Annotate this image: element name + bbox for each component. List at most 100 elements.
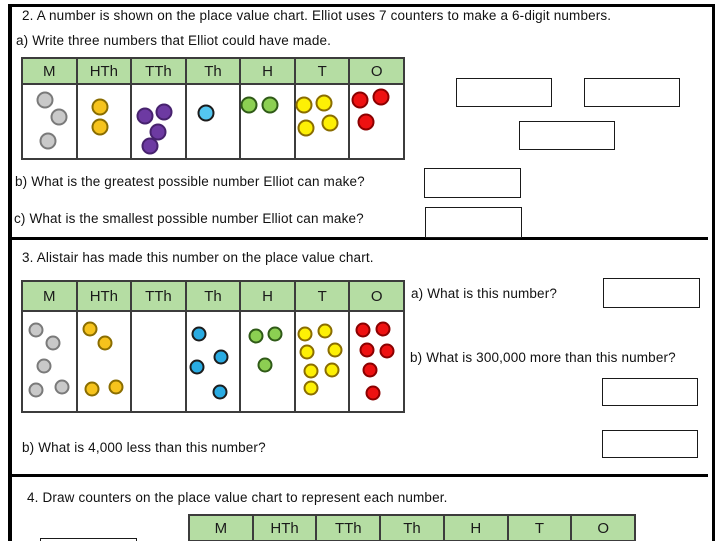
- chart-cell-O: [350, 85, 403, 158]
- gray-counter: [36, 358, 52, 374]
- green-counter: [248, 328, 263, 344]
- question-2b-text: b) What is the greatest possible number …: [15, 174, 365, 189]
- answer-box-q2a-3[interactable]: [519, 121, 615, 150]
- gray-counter: [54, 379, 70, 395]
- purple-counter: [149, 123, 167, 141]
- question-2a-text: a) Write three numbers that Elliot could…: [16, 33, 332, 48]
- question-3a-text: a) What is this number?: [411, 286, 558, 301]
- column-header-Th: Th: [381, 516, 445, 541]
- yellow-counter: [297, 326, 313, 342]
- column-header-T: T: [295, 59, 351, 85]
- red-counter: [351, 91, 369, 109]
- yellow-counter: [299, 344, 315, 360]
- chart-cell-M: [23, 85, 78, 158]
- orange-counter: [108, 379, 124, 395]
- question-2c-text: c) What is the smallest possible number …: [14, 211, 364, 226]
- column-header-HTh: HTh: [77, 282, 133, 312]
- yellow-counter: [315, 94, 333, 112]
- answer-box-q2c[interactable]: [425, 207, 522, 238]
- column-header-O: O: [572, 516, 635, 541]
- red-counter: [355, 322, 371, 338]
- column-header-O: O: [350, 59, 404, 85]
- orange-counter: [91, 98, 109, 116]
- green-counter: [257, 357, 273, 373]
- question-4-text: 4. Draw counters on the place value char…: [27, 490, 448, 505]
- yellow-counter: [303, 380, 319, 396]
- cyan-counter: [197, 104, 215, 122]
- yellow-counter: [324, 362, 340, 378]
- red-counter: [359, 342, 375, 358]
- purple-counter: [136, 107, 154, 125]
- answer-box-q3a[interactable]: [603, 278, 700, 308]
- yellow-counter: [303, 363, 319, 379]
- gray-counter: [36, 91, 54, 109]
- red-counter: [365, 385, 381, 401]
- red-counter: [379, 343, 395, 359]
- column-header-TTh: TTh: [317, 516, 382, 541]
- yellow-counter: [317, 323, 333, 339]
- green-counter: [261, 96, 279, 114]
- chart-cell-M: [23, 312, 78, 411]
- column-header-T: T: [295, 282, 351, 312]
- question-3b2-text: b) What is 4,000 less than this number?: [22, 440, 266, 455]
- column-header-M: M: [23, 282, 78, 312]
- yellow-counter: [327, 342, 343, 358]
- column-header-HTh: HTh: [77, 59, 133, 85]
- gray-counter: [39, 132, 57, 150]
- column-header-T: T: [508, 516, 573, 541]
- yellow-counter: [297, 119, 315, 137]
- green-counter: [240, 96, 258, 114]
- section-divider-q3-q4: [12, 474, 708, 477]
- chart-cell-H: [240, 85, 296, 158]
- red-counter: [372, 88, 390, 106]
- chart-cell-T: [296, 312, 351, 411]
- chart-cell-HTh: [78, 312, 133, 411]
- chart-cell-TTh: [132, 312, 187, 411]
- red-counter: [357, 113, 375, 131]
- answer-box-q3b2[interactable]: [602, 430, 698, 458]
- column-header-Th: Th: [186, 282, 242, 312]
- chart-cell-H: [241, 312, 296, 411]
- chart-cell-Th: [187, 85, 242, 158]
- red-counter: [375, 321, 391, 337]
- gray-counter: [45, 335, 61, 351]
- purple-counter: [155, 103, 173, 121]
- section-divider-q2-q3: [12, 237, 708, 240]
- green-counter: [267, 326, 283, 342]
- question-3b-text: b) What is 300,000 more than this number…: [410, 350, 676, 365]
- column-header-Th: Th: [186, 59, 242, 85]
- answer-box-q3b[interactable]: [602, 378, 698, 406]
- blue-counter: [189, 359, 205, 375]
- answer-box-q2b[interactable]: [424, 168, 521, 198]
- chart-cell-TTh: [132, 85, 187, 158]
- answer-box-q2a-1[interactable]: [456, 78, 552, 107]
- chart-cell-O: [350, 312, 403, 411]
- red-counter: [362, 362, 378, 378]
- answer-box-q2a-2[interactable]: [584, 78, 680, 107]
- blue-counter: [212, 384, 228, 400]
- blue-counter: [213, 349, 229, 365]
- chart-cell-Th: [187, 312, 242, 411]
- column-header-M: M: [23, 59, 78, 85]
- yellow-counter: [321, 114, 339, 132]
- blue-counter: [191, 326, 207, 342]
- orange-counter: [91, 118, 109, 136]
- column-header-TTh: TTh: [132, 59, 187, 85]
- column-header-TTh: TTh: [132, 282, 187, 312]
- orange-counter: [97, 335, 113, 351]
- orange-counter: [84, 381, 100, 397]
- question-3-text: 3. Alistair has made this number on the …: [22, 250, 374, 265]
- answer-box-q4-number[interactable]: [40, 538, 137, 541]
- column-header-M: M: [190, 516, 254, 541]
- column-header-H: H: [241, 59, 296, 85]
- orange-counter: [82, 321, 98, 337]
- yellow-counter: [295, 96, 313, 114]
- gray-counter: [28, 322, 44, 338]
- column-header-O: O: [350, 282, 404, 312]
- gray-counter: [28, 382, 44, 398]
- chart-cell-HTh: [78, 85, 133, 158]
